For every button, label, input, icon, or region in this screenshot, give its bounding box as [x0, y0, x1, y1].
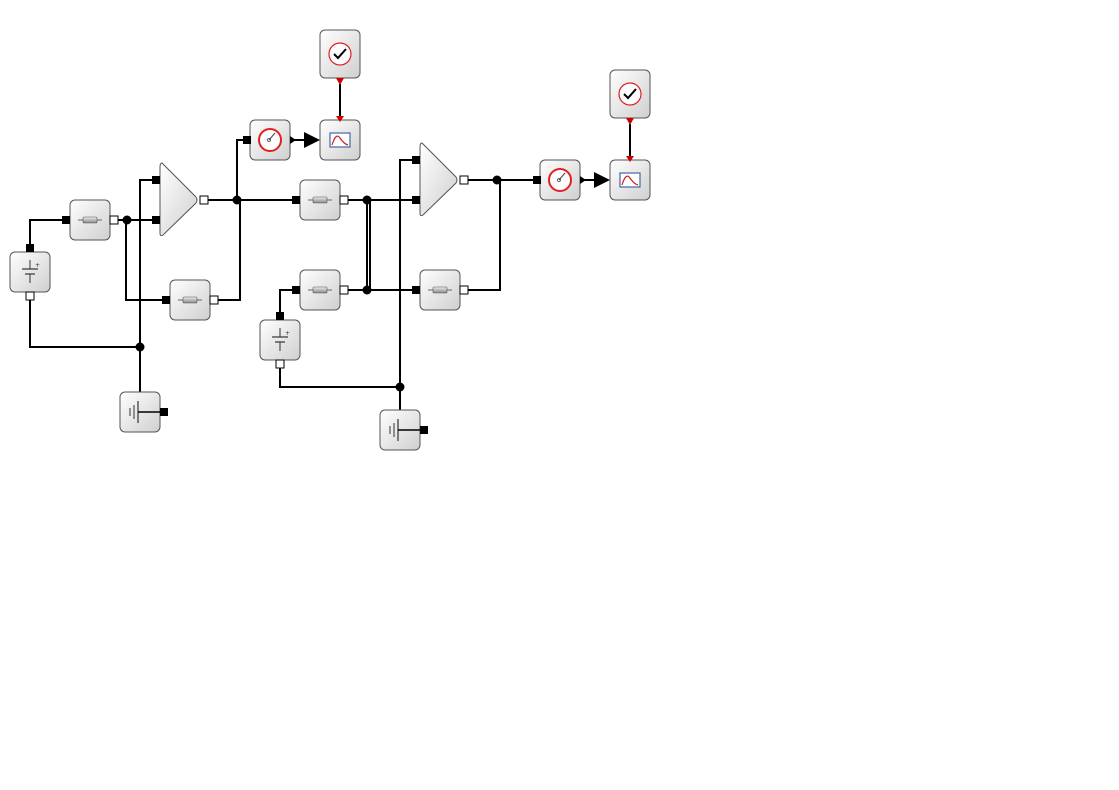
resistor-block[interactable] — [412, 269, 469, 311]
resistor-icon — [428, 286, 452, 294]
voltage-source-block[interactable]: + — [9, 244, 51, 301]
output-port[interactable] — [459, 285, 469, 295]
opamp-block[interactable] — [412, 142, 469, 217]
clock-icon — [328, 42, 352, 66]
battery-icon: + — [272, 328, 290, 351]
voltmeter-icon — [258, 128, 282, 152]
resistor-icon — [178, 296, 202, 304]
opamp-icon — [419, 142, 458, 217]
resistor-block[interactable] — [162, 279, 219, 321]
input-port[interactable] — [292, 196, 300, 204]
positive-port[interactable] — [26, 244, 34, 252]
output-port[interactable] — [209, 295, 219, 305]
link[interactable] — [214, 200, 241, 301]
event-output-port[interactable] — [626, 118, 634, 125]
ground-block[interactable] — [119, 391, 168, 433]
output-port[interactable] — [339, 285, 349, 295]
voltmeter-block[interactable] — [243, 119, 296, 161]
svg-text:+: + — [35, 262, 40, 269]
input-port-minus[interactable] — [152, 216, 160, 224]
split-nodes — [122, 175, 502, 392]
input-port[interactable] — [533, 176, 541, 184]
clock-block[interactable] — [319, 29, 361, 85]
link[interactable] — [279, 289, 296, 316]
split-node[interactable] — [122, 215, 132, 225]
output-port[interactable] — [199, 195, 209, 205]
ground-port[interactable] — [160, 408, 168, 416]
output-port[interactable] — [580, 176, 586, 184]
resistor-icon — [308, 286, 332, 294]
input-port[interactable] — [292, 286, 300, 294]
resistor-icon — [308, 196, 332, 204]
split-node[interactable] — [362, 285, 372, 295]
link[interactable] — [29, 296, 140, 348]
ground-icon — [389, 419, 420, 441]
ground-block[interactable] — [379, 409, 428, 451]
resistor-block[interactable] — [62, 199, 119, 241]
event-input-port[interactable] — [336, 116, 344, 122]
input-port[interactable] — [412, 286, 420, 294]
clock-block[interactable] — [609, 69, 651, 125]
resistor-block[interactable] — [292, 179, 349, 221]
output-port[interactable] — [109, 215, 119, 225]
link[interactable] — [125, 220, 166, 301]
event-output-port[interactable] — [336, 78, 344, 85]
input-port-minus[interactable] — [412, 196, 420, 204]
link[interactable] — [29, 219, 66, 248]
battery-icon: + — [22, 260, 40, 283]
negative-port[interactable] — [25, 291, 35, 301]
voltmeter-icon — [548, 168, 572, 192]
scope-block[interactable] — [609, 156, 651, 201]
ground-icon — [129, 401, 160, 423]
input-port[interactable] — [162, 296, 170, 304]
output-port[interactable] — [339, 195, 349, 205]
split-node[interactable] — [362, 195, 372, 205]
output-port[interactable] — [290, 136, 296, 144]
split-node[interactable] — [135, 342, 145, 352]
svg-text:+: + — [285, 330, 290, 337]
link[interactable] — [464, 180, 501, 291]
scope-icon — [329, 132, 351, 148]
link[interactable] — [279, 364, 400, 388]
scope-block[interactable] — [319, 116, 361, 161]
voltage-source-block[interactable]: + — [259, 312, 301, 369]
input-port[interactable] — [62, 216, 70, 224]
split-node[interactable] — [492, 175, 502, 185]
split-node[interactable] — [232, 195, 242, 205]
opamp-icon — [159, 162, 198, 237]
link[interactable] — [236, 139, 246, 200]
resistor-icon — [78, 216, 102, 224]
split-node[interactable] — [395, 382, 405, 392]
input-port-plus[interactable] — [412, 156, 420, 164]
ground-port[interactable] — [420, 426, 428, 434]
clock-icon — [618, 82, 642, 106]
output-port[interactable] — [459, 175, 469, 185]
voltmeter-block[interactable] — [533, 159, 586, 201]
input-port-plus[interactable] — [152, 176, 160, 184]
scope-icon — [619, 172, 641, 188]
positive-port[interactable] — [276, 312, 284, 320]
event-input-port[interactable] — [626, 156, 634, 162]
opamp-block[interactable] — [152, 162, 209, 237]
resistor-block[interactable] — [292, 269, 349, 311]
negative-port[interactable] — [275, 359, 285, 369]
input-port[interactable] — [243, 136, 251, 144]
